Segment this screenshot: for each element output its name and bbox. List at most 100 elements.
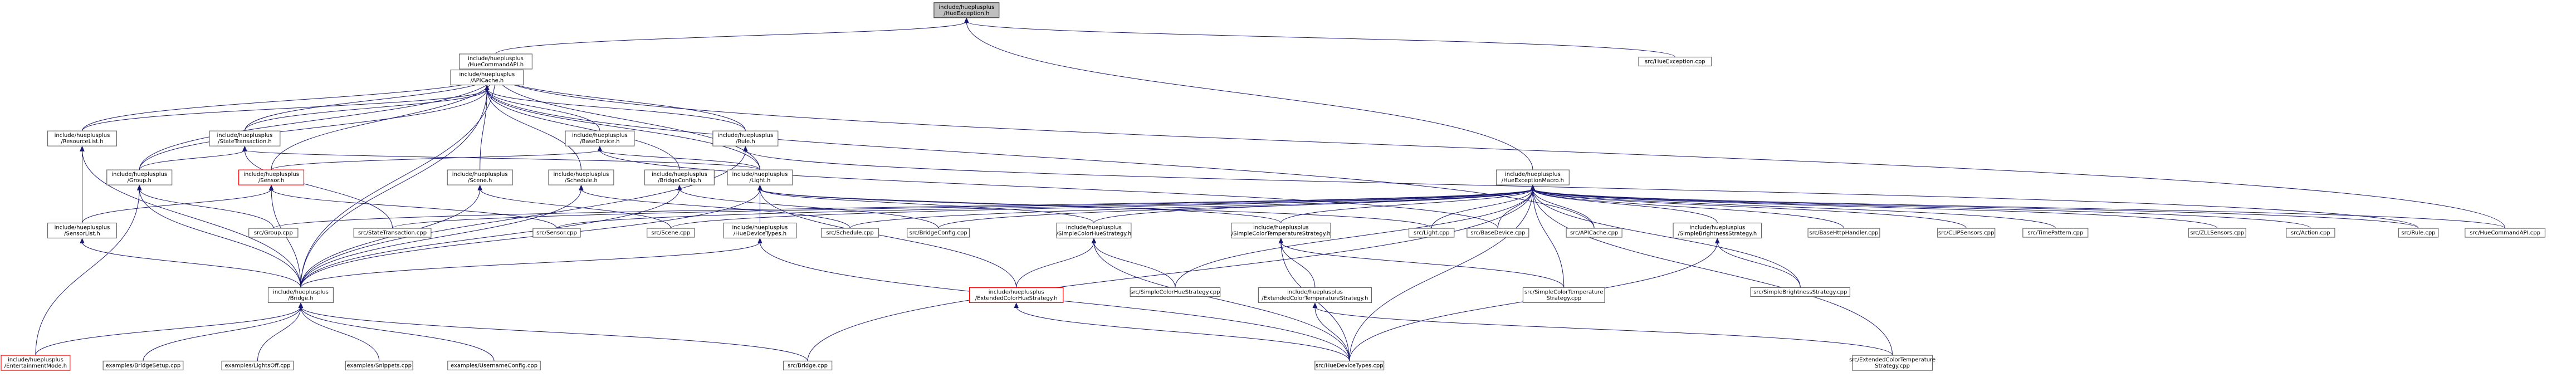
file-node-srcGroup[interactable]: src/Group.cpp: [248, 228, 299, 238]
edge-schedule-srcSchedule: [579, 184, 850, 229]
file-node-huedevicetypes[interactable]: include/hueplusplus/HueDeviceTypes.h: [723, 222, 797, 239]
node-label: /HueDeviceTypes.h: [734, 231, 786, 237]
node-box: [1130, 287, 1221, 297]
file-node-rule[interactable]: include/hueplusplus/Rule.h: [712, 130, 779, 146]
file-node-simplecolortemp[interactable]: include/hueplusplus/SimpleColorTemperatu…: [1231, 222, 1331, 239]
edge-simplecolorhue-srcHueDeviceTypes: [1091, 238, 1350, 361]
file-node-srcHueException[interactable]: src/HueException.cpp: [1638, 56, 1712, 67]
file-node-apicache[interactable]: include/hueplusplus/APICache.h: [450, 69, 524, 86]
node-box: [723, 222, 797, 239]
node-box: [1522, 287, 1605, 303]
edge-apicache-basedevice: [485, 85, 600, 131]
file-node-srcHueDeviceTypes[interactable]: src/HueDeviceTypes.cpp: [1314, 360, 1385, 370]
node-box: [47, 130, 117, 146]
node-label: /Schedule.h: [565, 178, 598, 184]
node-label: src/Sensor.cpp: [536, 230, 577, 236]
file-node-sensorlist[interactable]: include/hueplusplus/SensorList.h: [47, 222, 117, 239]
file-node-basedevice[interactable]: include/hueplusplus/BaseDevice.h: [565, 130, 635, 146]
edge-root-hem: [964, 17, 1533, 170]
node-label: src/ExtendedColorTemperature: [1849, 357, 1935, 363]
file-node-srcSchedule[interactable]: src/Schedule.cpp: [820, 228, 879, 238]
node-label: include/hueplusplus: [1287, 289, 1343, 295]
file-node-bridgeconfig[interactable]: include/hueplusplus/BridgeConfig.h: [644, 169, 715, 185]
file-node-entertainment[interactable]: include/hueplusplus/EntertainmentMode.h: [1, 355, 71, 371]
file-node-scene[interactable]: include/hueplusplus/Scene.h: [447, 169, 513, 185]
file-node-srcBaseHttp[interactable]: src/BaseHttpHandler.cpp: [1807, 228, 1880, 238]
file-node-srcTimePattern[interactable]: src/TimePattern.cpp: [2022, 228, 2089, 238]
node-label: include/hueplusplus: [732, 224, 788, 231]
file-node-sensor[interactable]: include/hueplusplus/Sensor.h: [238, 169, 305, 185]
node-label: src/HueCommandAPI.cpp: [2470, 230, 2540, 236]
node-box: [1750, 287, 1851, 297]
node-box: [459, 53, 532, 70]
node-label: examples/UsernameConfig.cpp: [451, 363, 537, 369]
file-node-root[interactable]: include/hueplusplus/HueException.h: [933, 2, 1000, 18]
file-node-srcSimpleColorTemp[interactable]: src/SimpleColorTemperatureStrategy.cpp: [1522, 287, 1605, 303]
edge-bridge-entertainment: [35, 302, 304, 356]
file-node-bridge[interactable]: include/hueplusplus/Bridge.h: [267, 287, 334, 303]
file-node-srcHueCommandAPI[interactable]: src/HueCommandAPI.cpp: [2465, 228, 2546, 238]
node-box: [353, 228, 432, 238]
file-node-simplecolorhue[interactable]: include/hueplusplus/SimpleColorHueStrate…: [1056, 222, 1132, 239]
file-node-srcAPICache[interactable]: src/APICache.cpp: [1566, 228, 1622, 238]
node-label: /Light.h: [749, 178, 770, 184]
node-box: [221, 360, 294, 370]
file-node-resourcelist[interactable]: include/hueplusplus/ResourceList.h: [47, 130, 117, 146]
edge-bridge-exSnippets: [298, 302, 380, 361]
file-node-srcBaseDevice[interactable]: src/BaseDevice.cpp: [1467, 228, 1529, 238]
node-label: include/hueplusplus: [554, 172, 609, 178]
file-node-extcolorhue[interactable]: include/hueplusplus/ExtendedColorHueStra…: [969, 287, 1064, 303]
node-box: [106, 169, 173, 185]
node-label: include/hueplusplus: [55, 133, 110, 139]
file-node-exLightsOff[interactable]: examples/LightsOff.cpp: [221, 360, 294, 370]
edge-hem-srcGroup: [273, 184, 1536, 229]
node-label: src/BaseHttpHandler.cpp: [1810, 230, 1879, 236]
node-label: include/hueplusplus: [732, 172, 788, 178]
file-node-hem[interactable]: include/hueplusplus/HueExceptionMacro.h: [1495, 169, 1570, 185]
file-node-srcSimpleBright[interactable]: src/SimpleBrightnessStrategy.cpp: [1750, 287, 1851, 297]
node-label: include/hueplusplus: [1066, 224, 1122, 231]
node-box: [2286, 228, 2335, 238]
node-label: src/HueException.cpp: [1645, 59, 1705, 65]
file-node-srcRule[interactable]: src/Rule.cpp: [2398, 228, 2439, 238]
node-label: /Scene.h: [468, 178, 492, 184]
edge-hem-srcHueCommandAPI: [1530, 184, 2506, 229]
file-node-srcLight[interactable]: src/Light.cpp: [1408, 228, 1455, 238]
file-node-srcScene[interactable]: src/Scene.cpp: [647, 228, 695, 238]
file-node-hca[interactable]: include/hueplusplus/HueCommandAPI.h: [459, 53, 532, 70]
edge-bridge-exLightsOff: [257, 302, 304, 361]
file-node-extcolortemp[interactable]: include/hueplusplus/ExtendedColorTempera…: [1258, 287, 1372, 303]
node-box: [1467, 228, 1529, 238]
file-node-light[interactable]: include/hueplusplus/Light.h: [727, 169, 793, 185]
file-node-exUsername[interactable]: examples/UsernameConfig.cpp: [447, 360, 541, 370]
file-node-srcSimpleColorHue[interactable]: src/SimpleColorHueStrategy.cpp: [1130, 287, 1221, 297]
file-node-simplebright[interactable]: include/hueplusplus/SimpleBrightnessStra…: [1673, 222, 1762, 239]
file-node-schedule[interactable]: include/hueplusplus/Schedule.h: [548, 169, 614, 185]
node-label: include/hueplusplus: [273, 289, 329, 295]
file-node-srcZLL[interactable]: src/ZLLSensors.cpp: [2188, 228, 2246, 238]
file-node-srcCLIP[interactable]: src/CLIPSensors.cpp: [1937, 228, 1996, 238]
node-label: /StateTransaction.h: [218, 139, 272, 145]
edge-hem-srcStateTrans: [392, 184, 1536, 229]
node-label: /Rule.h: [736, 139, 755, 145]
file-node-srcSensor[interactable]: src/Sensor.cpp: [532, 228, 581, 238]
file-node-srcExtColorTemp[interactable]: src/ExtendedColorTemperatureStrategy.cpp: [1849, 355, 1935, 371]
node-box: [727, 169, 793, 185]
file-node-group[interactable]: include/hueplusplus/Group.h: [106, 169, 173, 185]
node-box: [712, 130, 779, 146]
edge-scene-srcScene: [477, 184, 671, 229]
node-label: Strategy.cpp: [1875, 363, 1910, 369]
file-node-srcBridge[interactable]: src/Bridge.cpp: [783, 360, 833, 370]
file-node-srcBridgeConfig[interactable]: src/BridgeConfig.cpp: [907, 228, 970, 238]
file-node-exSnippets[interactable]: examples/Snippets.cpp: [345, 360, 413, 370]
dependency-edges: [35, 17, 2506, 361]
node-label: src/CLIPSensors.cpp: [1938, 230, 1994, 236]
edge-hem-srcBridgeConfig: [938, 184, 1536, 229]
file-node-srcStateTrans[interactable]: src/StateTransaction.cpp: [353, 228, 432, 238]
file-node-exBridgeSetup[interactable]: examples/BridgeSetup.cpp: [102, 360, 184, 370]
file-node-statetrans[interactable]: include/hueplusplus/StateTransaction.h: [209, 130, 281, 146]
node-label: /HueException.h: [944, 11, 989, 17]
node-label: include/hueplusplus: [243, 172, 299, 178]
edge-sensorlist-bridge: [80, 238, 301, 288]
file-node-srcAction[interactable]: src/Action.cpp: [2286, 228, 2335, 238]
